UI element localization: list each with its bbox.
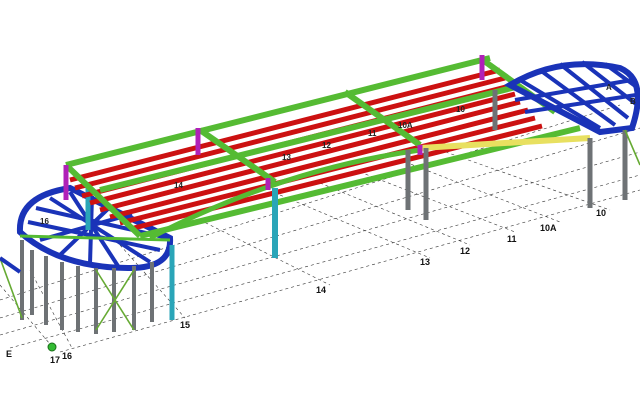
green-beams (63, 55, 581, 239)
member-label-a: A (606, 83, 612, 92)
grid-label-15: 15 (180, 320, 190, 330)
member-label-11: 11 (368, 129, 377, 138)
member-labels: 16 14 13 12 11 10A 10 A B (40, 83, 636, 226)
member-label-b: B (630, 97, 636, 106)
magenta-columns (63, 55, 485, 200)
red-purlins (69, 67, 543, 232)
right-rounded-end (503, 60, 640, 136)
member-label-16: 16 (40, 217, 49, 226)
grid-label-e: E (6, 349, 12, 359)
grid-label-10a: 10A (540, 223, 557, 233)
grid-label-16: 16 (62, 351, 72, 361)
grid-axis-labels: 10 10A 11 12 13 14 15 16 17 E (6, 208, 606, 365)
yellow-beam (419, 135, 591, 151)
grid-label-11: 11 (507, 234, 517, 244)
grid-label-10: 10 (596, 208, 606, 218)
node-marker[interactable] (47, 342, 57, 352)
grid-label-13: 13 (420, 257, 430, 267)
left-end-columns (20, 240, 154, 334)
left-braces (0, 257, 135, 331)
member-label-13: 13 (282, 153, 291, 162)
member-label-12: 12 (322, 141, 331, 150)
member-label-14: 14 (174, 181, 183, 190)
grid-label-14: 14 (316, 285, 326, 295)
grid-label-17: 17 (50, 355, 60, 365)
grid-label-12: 12 (460, 246, 470, 256)
member-label-10a: 10A (398, 121, 413, 130)
main-columns-gray (405, 90, 628, 220)
left-edge-beam (0, 256, 22, 274)
right-braces (624, 129, 640, 166)
member-label-10: 10 (456, 105, 465, 114)
curved-edge-beam (148, 147, 421, 241)
